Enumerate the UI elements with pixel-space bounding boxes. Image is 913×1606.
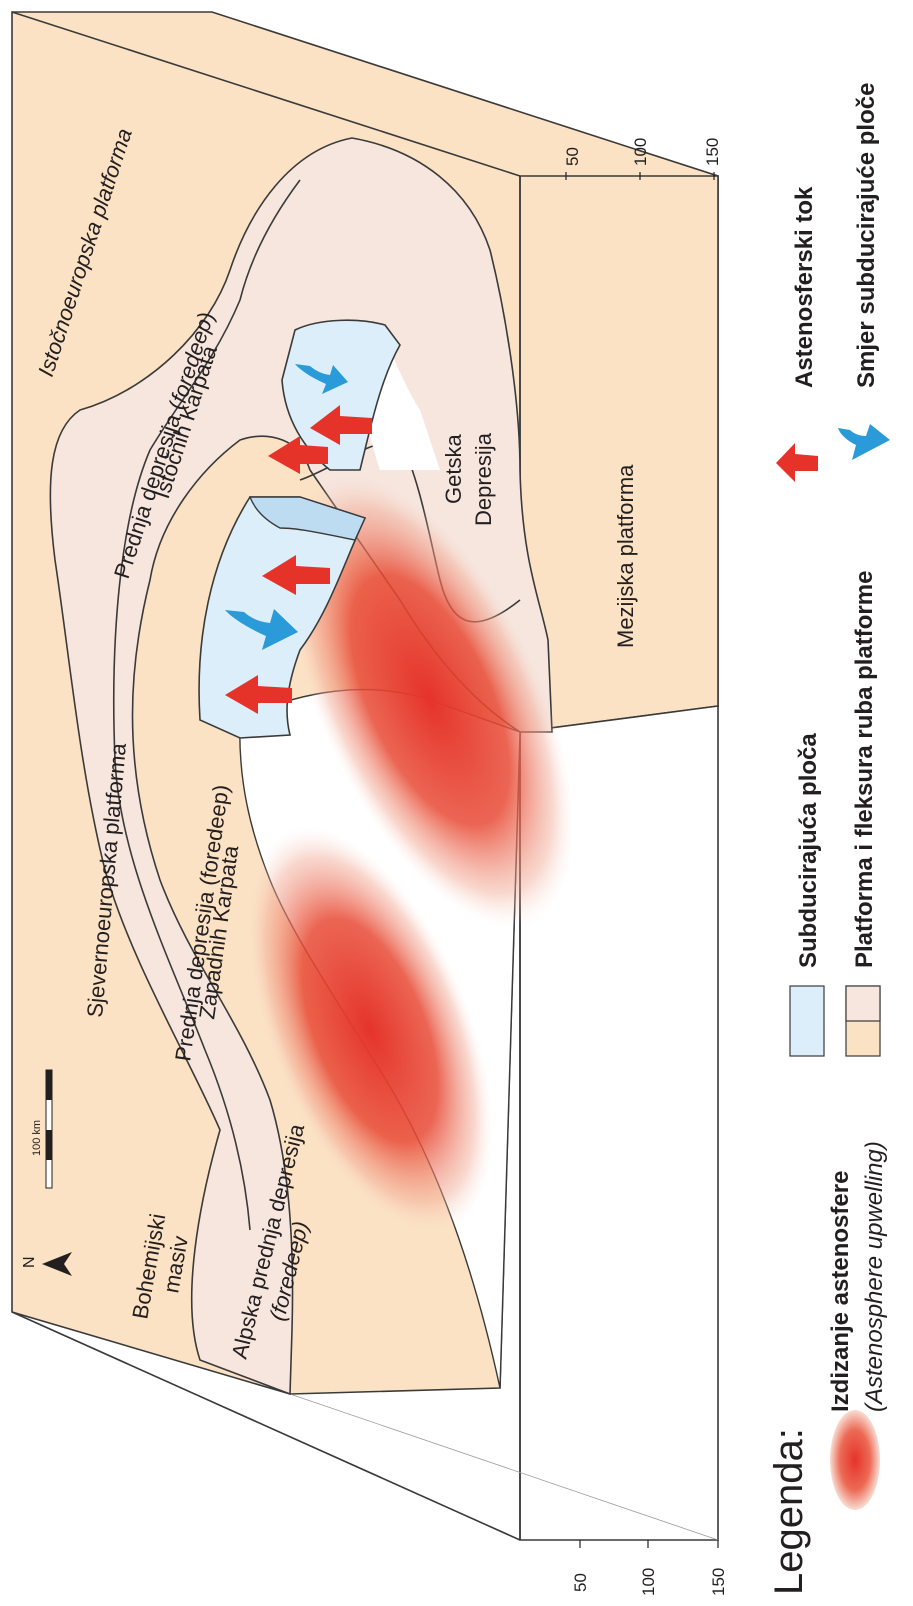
label-mezijska: Mezijska platforma: [613, 464, 638, 648]
scale-label: 100 km: [31, 1120, 43, 1156]
legend-subducting-swatch: [790, 986, 824, 1056]
legend-upwelling-label-2: (Astenosphere upwelling): [861, 1141, 888, 1412]
legend-title: Legenda:: [767, 1428, 811, 1595]
depth-bottom-50: 50: [571, 1573, 590, 1592]
legend-upwelling-label-1: Izdizanje astenosfere: [827, 1171, 854, 1412]
legend-upwelling-swatch: [830, 1410, 880, 1510]
legend-direction-arrow-icon: [838, 424, 890, 460]
legend-flow-label: Astenosferski tok: [791, 186, 818, 388]
legend-direction-label: Smjer subducirajuće ploče: [853, 83, 880, 388]
depth-tick-50: 50: [563, 147, 582, 166]
depth-bottom-100: 100: [639, 1568, 658, 1596]
north-arrow-letter: N: [21, 1256, 38, 1268]
depth-tick-100: 100: [631, 138, 650, 166]
depth-bottom-150: 150: [709, 1568, 728, 1596]
label-getska-1: Getska: [441, 434, 466, 504]
legend-subducting-label: Subducirajuća ploča: [795, 733, 822, 968]
depth-scale-bottom: 50 100 150: [571, 1540, 728, 1596]
legend-flow-arrow-icon: [776, 443, 818, 482]
legend-platform-label: Platforma i fleksura ruba platforme: [851, 571, 878, 968]
legend: Legenda: Izdizanje astenosfere (Astenosp…: [767, 83, 890, 1595]
depth-tick-150: 150: [703, 138, 722, 166]
label-getska-2: Depresija: [471, 432, 496, 526]
